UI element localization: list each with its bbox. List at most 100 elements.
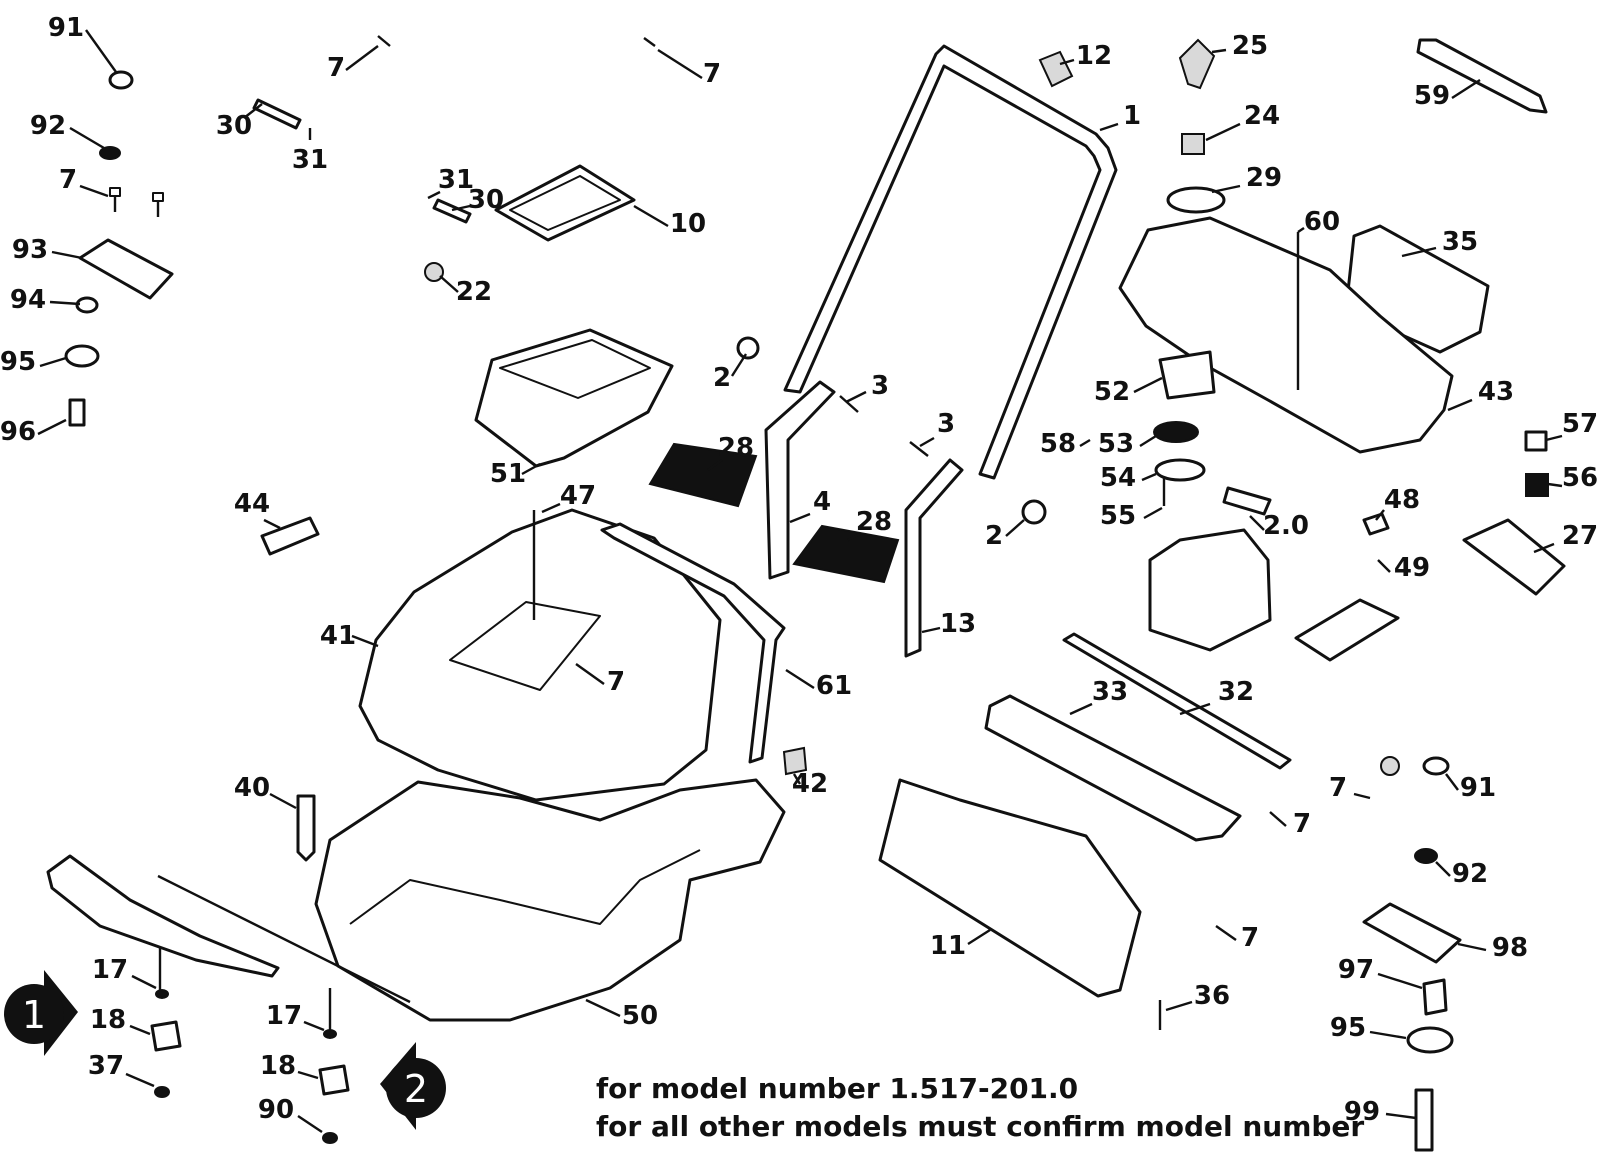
- part-28-filter-upper: [648, 442, 758, 508]
- callout-leader-c-30b: [451, 204, 471, 212]
- callout-label-c-90: 90: [258, 1095, 294, 1125]
- callout-leader-c-43: [1447, 398, 1473, 412]
- callout-leader-c-25: [1211, 48, 1227, 54]
- callout-leader-c-13: [921, 626, 941, 634]
- callout-label-c-31a: 31: [292, 145, 328, 175]
- callout-leader-c-96: [37, 418, 67, 436]
- callout-leader-c-60: [1297, 227, 1305, 233]
- callout-label-c-40: 40: [234, 773, 270, 803]
- part-18-bush-a: [150, 1020, 182, 1052]
- callout-leader-c-28b: [847, 532, 861, 542]
- callout-leader-c-4: [789, 512, 811, 524]
- callout-label-c-53: 53: [1098, 429, 1134, 459]
- part-24-clip: [1181, 133, 1205, 155]
- callout-leader-c-36: [1165, 1000, 1193, 1012]
- callout-label-c-17a: 17: [92, 955, 128, 985]
- callout-leader-c-52: [1133, 376, 1163, 394]
- callout-label-c-61: 61: [816, 671, 852, 701]
- view-marker-2: 2: [380, 1042, 446, 1130]
- part-29-washer: [1166, 186, 1226, 214]
- view-marker-2-circle: [386, 1058, 446, 1118]
- callout-leader-c-18a: [129, 1024, 151, 1036]
- part-37-nut: [154, 1086, 170, 1098]
- part-25-knob: [1178, 38, 1216, 90]
- callout-label-c-20: 2.0: [1263, 511, 1309, 541]
- callout-label-c-41: 41: [320, 621, 356, 651]
- part-53-disc: [1153, 421, 1199, 443]
- part-1-handle: [783, 44, 1118, 480]
- callout-leader-c-32: [1179, 702, 1211, 716]
- callout-leader-c-17a: [131, 974, 157, 990]
- callout-leader-c-50: [585, 998, 621, 1018]
- part-30-pin-2: [432, 198, 472, 224]
- callout-leader-c-58: [1079, 438, 1091, 448]
- callout-label-c-33: 33: [1092, 677, 1128, 707]
- callout-leader-c-57: [1545, 434, 1563, 442]
- part-30-pin: [252, 98, 302, 130]
- callout-leader-c-91a: [85, 29, 117, 73]
- callout-leader-c-95b: [1369, 1030, 1407, 1040]
- callout-leader-c-27: [1533, 542, 1555, 554]
- callout-leader-c-7e: [1353, 792, 1371, 800]
- model-note-line-2: for all other models must confirm model …: [596, 1110, 1364, 1143]
- callout-label-c-1: 1: [1123, 101, 1141, 131]
- callout-leader-c-1: [1099, 122, 1119, 132]
- part-12-grip: [1038, 50, 1074, 88]
- callout-label-c-57: 57: [1562, 409, 1598, 439]
- callout-leader-c-20: [1249, 515, 1265, 531]
- part-95-roller: [64, 344, 100, 368]
- callout-leader-c-37: [125, 1072, 155, 1088]
- front-section-line: [157, 874, 411, 1004]
- callout-leader-c-7b: [345, 45, 379, 71]
- callout-label-c-92a: 92: [30, 111, 66, 141]
- callout-label-c-95b: 95: [1330, 1013, 1366, 1043]
- callout-label-c-18a: 18: [90, 1005, 126, 1035]
- callout-label-c-93: 93: [12, 235, 48, 265]
- part-57-fuse: [1524, 430, 1548, 452]
- callout-leader-c-7c: [657, 48, 703, 80]
- part-40-bolt: [296, 794, 316, 862]
- callout-leader-c-7d: [575, 663, 605, 685]
- callout-leader-c-3a: [845, 390, 867, 404]
- callout-label-c-58: 58: [1040, 429, 1076, 459]
- callout-label-c-52: 52: [1094, 377, 1130, 407]
- callout-leader-c-53: [1139, 434, 1157, 448]
- part-7-screw-pair: [109, 187, 164, 217]
- callout-label-c-54: 54: [1100, 463, 1136, 493]
- part-97-bush: [1422, 978, 1448, 1016]
- part-18-bush-b: [318, 1064, 350, 1096]
- part-front-plate: [46, 854, 280, 978]
- model-note-line-1: for model number 1.517-201.0: [596, 1072, 1078, 1105]
- model-note: for model number 1.517-201.0 for all oth…: [596, 1072, 1364, 1143]
- callout-label-c-3a: 3: [871, 371, 889, 401]
- callout-label-c-43: 43: [1478, 377, 1514, 407]
- callout-label-c-49: 49: [1394, 553, 1430, 583]
- part-91-cap-right: [1422, 756, 1450, 776]
- callout-leader-c-3b: [919, 436, 935, 448]
- callout-label-c-98: 98: [1492, 933, 1528, 963]
- part-56-switch: [1525, 473, 1549, 497]
- callout-label-c-25: 25: [1232, 31, 1268, 61]
- part-32-strip: [1062, 632, 1292, 770]
- view-marker-2-number: 2: [404, 1067, 428, 1111]
- callout-label-c-29: 29: [1246, 163, 1282, 193]
- callout-label-c-51: 51: [490, 459, 526, 489]
- callout-leader-c-7a: [79, 184, 109, 198]
- part-44-coupler: [260, 516, 320, 556]
- callout-label-c-18b: 18: [260, 1051, 296, 1081]
- callout-label-c-60: 60: [1304, 207, 1340, 237]
- part-17-washer-b: [323, 1029, 337, 1039]
- callout-label-c-2b: 2: [985, 521, 1003, 551]
- part-7-screw-top-left: [377, 35, 391, 47]
- part-42-knob: [782, 746, 808, 776]
- callout-label-c-95a: 95: [0, 347, 36, 377]
- part-91-cap: [108, 70, 134, 90]
- part-2-wheel-hub-a: [736, 336, 760, 360]
- callout-label-c-91b: 91: [1460, 773, 1496, 803]
- callout-leader-c-91b: [1445, 773, 1459, 791]
- callout-label-c-42: 42: [792, 769, 828, 799]
- callout-label-c-30b: 30: [468, 185, 504, 215]
- part-callouts: 9192793949596730317313010221212524295960…: [0, 13, 1598, 1133]
- callout-leader-c-41: [351, 634, 379, 648]
- callout-label-c-55: 55: [1100, 501, 1136, 531]
